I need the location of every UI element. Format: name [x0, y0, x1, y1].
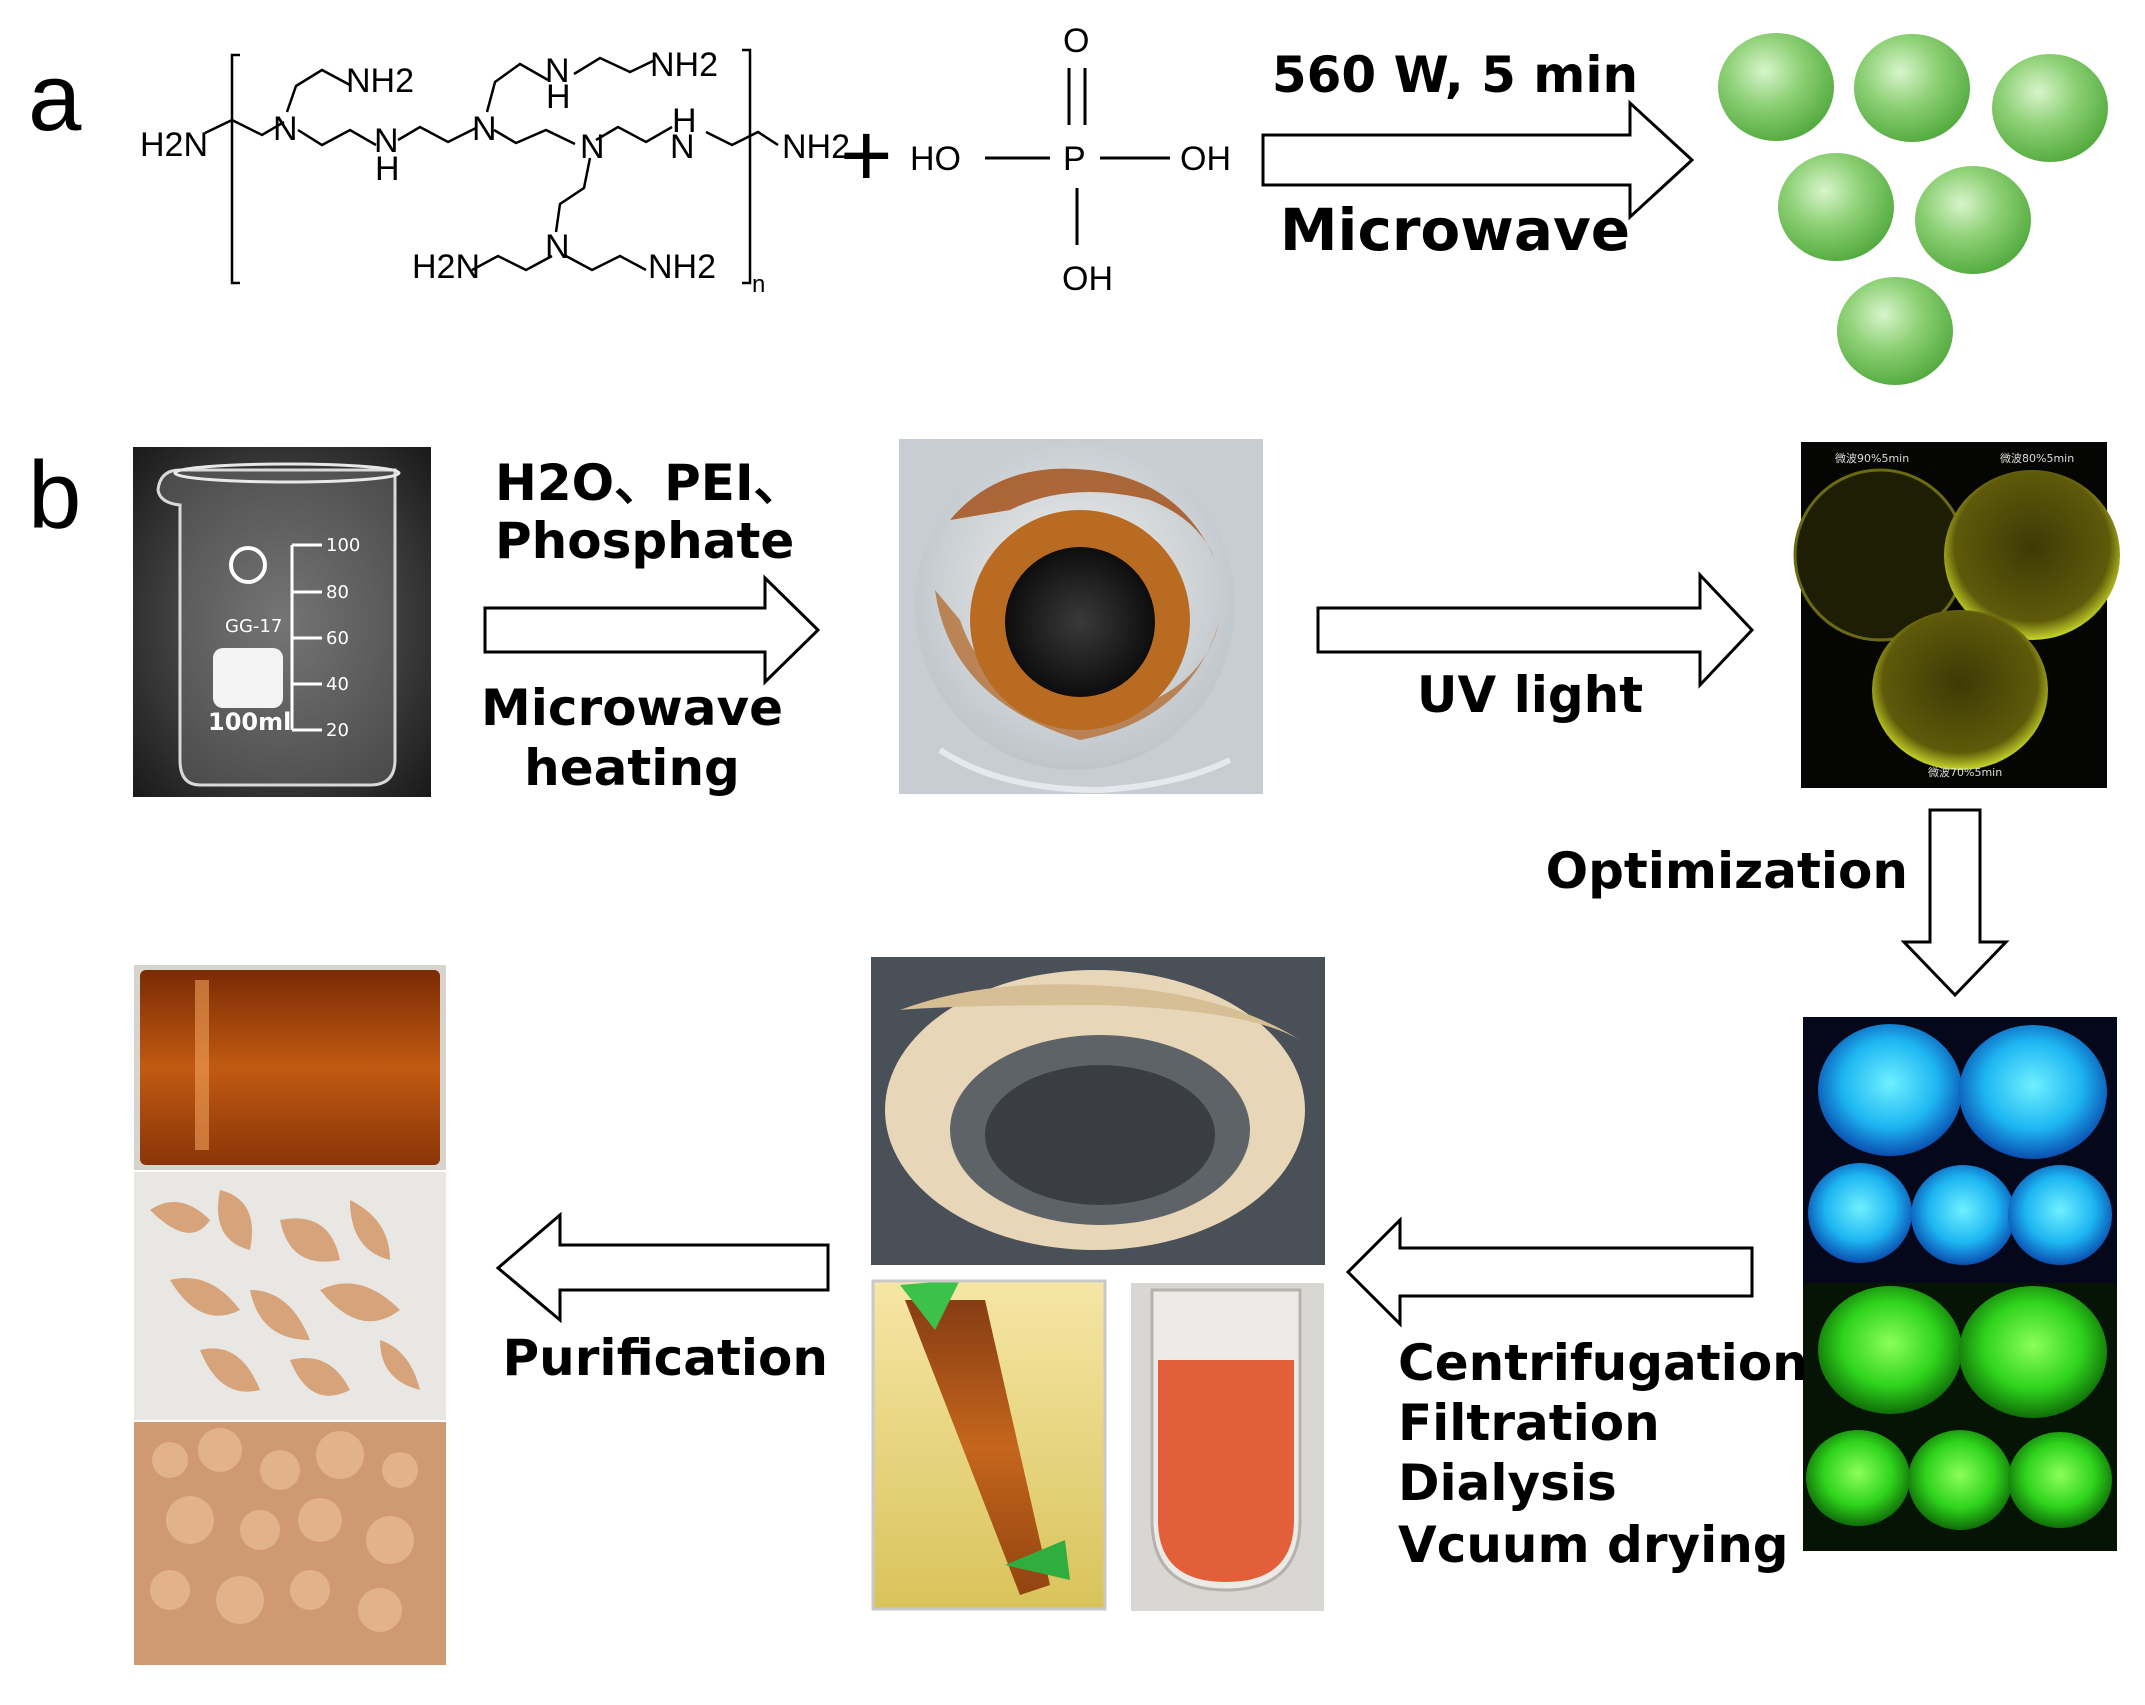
atom-nh: N — [670, 128, 695, 166]
reaction-condition-top: 560 W, 5 min — [1272, 46, 1638, 104]
pei-atom-labels: H2N N NH2 N H N N H NH2 N H N NH2 N H2N … — [140, 46, 850, 298]
reaction-arrow — [1261, 99, 1695, 221]
arrow-microwave-heating — [483, 574, 821, 686]
atom-ho: HO — [910, 140, 961, 178]
atom-h: H — [672, 102, 697, 140]
beaker-brand-text: GG-17 — [225, 616, 282, 637]
step1-label-line2: Phosphate — [495, 512, 794, 570]
atom-p: P — [1063, 140, 1086, 178]
dish-label: 微波70%5min — [1928, 765, 2002, 779]
arrow-purification — [495, 1211, 830, 1324]
product-sphere — [1854, 34, 1970, 142]
beaker-tick-label: 60 — [326, 628, 349, 649]
product-sphere — [1837, 277, 1953, 385]
product-sphere — [1992, 54, 2108, 162]
atom-nh2-right: NH2 — [782, 128, 850, 166]
atom-h2n: H2N — [412, 248, 480, 286]
photo-fluorescent-dishes — [1803, 1017, 2117, 1551]
beaker-tick-label: 40 — [326, 674, 349, 695]
atom-nh: N — [545, 52, 570, 90]
atom-h: H — [375, 150, 400, 188]
beaker-tick-label: 20 — [326, 720, 349, 741]
arrow-optimization — [1900, 808, 2010, 998]
step1-label-line1: H2O、PEI、 — [495, 454, 804, 512]
repeat-bracket-right — [742, 48, 752, 285]
repeat-bracket-left — [230, 53, 240, 285]
atom-nh: N — [374, 122, 399, 160]
photo-processing — [871, 957, 1325, 1611]
dish-label: 微波80%5min — [2000, 451, 2074, 465]
atom-oh-right: OH — [1180, 140, 1231, 178]
plus-sign: + — [840, 106, 893, 206]
atom-n: N — [273, 110, 298, 148]
beaker-tick-label: 80 — [326, 582, 349, 603]
product-sphere — [1778, 153, 1894, 261]
phosphoric-acid-structure: O HO P OH OH — [910, 22, 1231, 298]
step4-label: Filtration — [1398, 1394, 1660, 1452]
step4-label: Centrifugation — [1398, 1334, 1808, 1392]
step1-label-line4: heating — [524, 739, 740, 797]
atom-nh2: NH2 — [648, 248, 716, 286]
photo-uv-yellow-dishes: 微波90%5min 微波80%5min 微波70%5min — [1793, 442, 2120, 788]
repeat-subscript-n: n — [752, 271, 765, 298]
atom-nh2: NH2 — [346, 62, 414, 100]
photo-final-product — [134, 965, 446, 1665]
dish-label: 微波90%5min — [1835, 451, 1909, 465]
step5-label: Purification — [503, 1329, 828, 1387]
atom-n: N — [545, 228, 570, 266]
atom-h: H — [546, 78, 571, 116]
step4-label: Dialysis — [1398, 1454, 1617, 1512]
pei-structure — [204, 48, 779, 285]
atom-oh-bottom: OH — [1062, 260, 1113, 298]
reaction-condition-bottom: Microwave — [1280, 196, 1630, 264]
atom-n: N — [472, 110, 497, 148]
atom-nh2: NH2 — [650, 46, 718, 84]
panel-label-b: b — [28, 442, 81, 549]
beaker-tick-label: 100 — [326, 535, 360, 556]
product-sphere — [1915, 166, 2031, 274]
atom-o: O — [1063, 22, 1089, 60]
step4-label: Vcuum drying — [1398, 1516, 1789, 1574]
atom-n: N — [580, 128, 605, 166]
beaker-volume-text: 100ml — [208, 708, 291, 736]
arrow-uv-light — [1316, 571, 1755, 689]
atom-h2n-left: H2N — [140, 126, 208, 164]
step1-label-line3: Microwave — [481, 679, 783, 737]
carbon-dot-products — [1718, 33, 2108, 385]
arrow-purification-steps — [1345, 1216, 1754, 1328]
step2-label: UV light — [1417, 666, 1643, 724]
photo-empty-beaker: GG-17 100ml 100 80 60 40 20 — [133, 447, 431, 797]
step4-labels: Centrifugation Filtration Dialysis Vcuum… — [1398, 1334, 1808, 1574]
product-sphere — [1718, 33, 1834, 141]
photo-heated-dish — [899, 439, 1263, 794]
panel-label-a: a — [28, 44, 82, 151]
step3-label: Optimization — [1546, 842, 1908, 900]
